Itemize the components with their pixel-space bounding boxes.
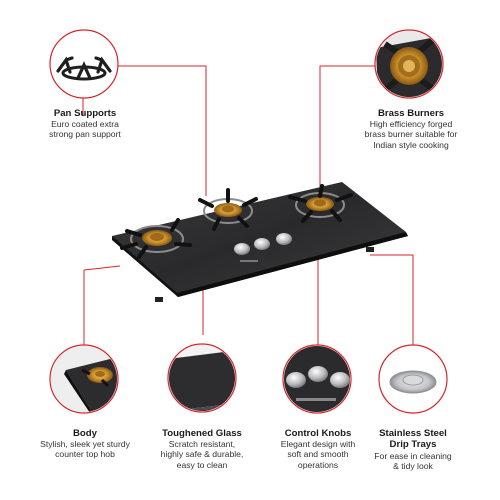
body-title: Body [73, 428, 97, 439]
label-toughened-glass: Toughened Glass Scratch resistant, highl… [146, 428, 258, 470]
brass-burners-title: Brass Burners [377, 108, 445, 119]
leader-drip-trays [370, 254, 414, 345]
pan-support-icon [49, 29, 119, 99]
toughened-glass-title: Toughened Glass [162, 428, 242, 439]
gas-hob [112, 182, 408, 302]
pan-supports-desc-2: strong pan support [49, 129, 121, 140]
control-knobs-desc-2: soft and smooth [287, 449, 349, 460]
toughened-glass-desc-1: Scratch resistant, [168, 439, 236, 450]
label-body: Body Stylish, sleek yet sturdy counter t… [26, 428, 144, 460]
body-desc-2: counter top hob [55, 449, 115, 460]
leader-body-edge [83, 265, 121, 271]
leader-pan-to-burner [118, 65, 207, 196]
leader-brass-burners [319, 65, 375, 192]
control-knobs-desc-3: operations [297, 459, 339, 470]
drip-trays-desc-1: For ease in cleaning [374, 450, 452, 461]
brass-burners-desc-2: brass burner suitable for [364, 129, 458, 140]
brass-burners-desc-3: Indian style cooking [373, 139, 449, 150]
toughened-glass-desc-3: easy to clean [176, 459, 228, 470]
body-desc-1: Stylish, sleek yet sturdy [40, 439, 130, 450]
brass-burners-desc-1: High efficiency forged [369, 119, 453, 130]
pan-supports-desc-1: Euro coated extra [51, 119, 119, 130]
label-brass-burners: Brass Burners High efficiency forged bra… [352, 108, 470, 150]
label-control-knobs: Control Knobs Elegant design with soft a… [262, 428, 374, 470]
pan-supports-title: Pan Supports [53, 108, 117, 119]
control-knobs [234, 233, 292, 262]
control-knobs-title: Control Knobs [284, 428, 352, 439]
drip-trays-title-2: Drip Trays [389, 439, 437, 451]
toughened-glass-desc-2: highly safe & durable, [160, 449, 244, 460]
burner-left [120, 218, 192, 259]
drip-trays-title: Stainless Steel [379, 428, 447, 439]
glass-layers-icon [167, 343, 237, 413]
burner-middle [198, 188, 258, 231]
label-drip-trays: Stainless Steel Drip Trays For ease in c… [360, 428, 466, 471]
knobs-icon [282, 344, 352, 414]
control-knobs-desc-1: Elegant design with [280, 439, 356, 450]
drip-trays-desc-2: & tidy look [393, 460, 433, 471]
burner-right [288, 184, 353, 223]
brass-burner-icon [374, 29, 444, 99]
drip-tray-icon [378, 344, 448, 414]
label-pan-supports: Pan Supports Euro coated extra strong pa… [30, 108, 140, 140]
hob-corner-icon [49, 344, 119, 414]
